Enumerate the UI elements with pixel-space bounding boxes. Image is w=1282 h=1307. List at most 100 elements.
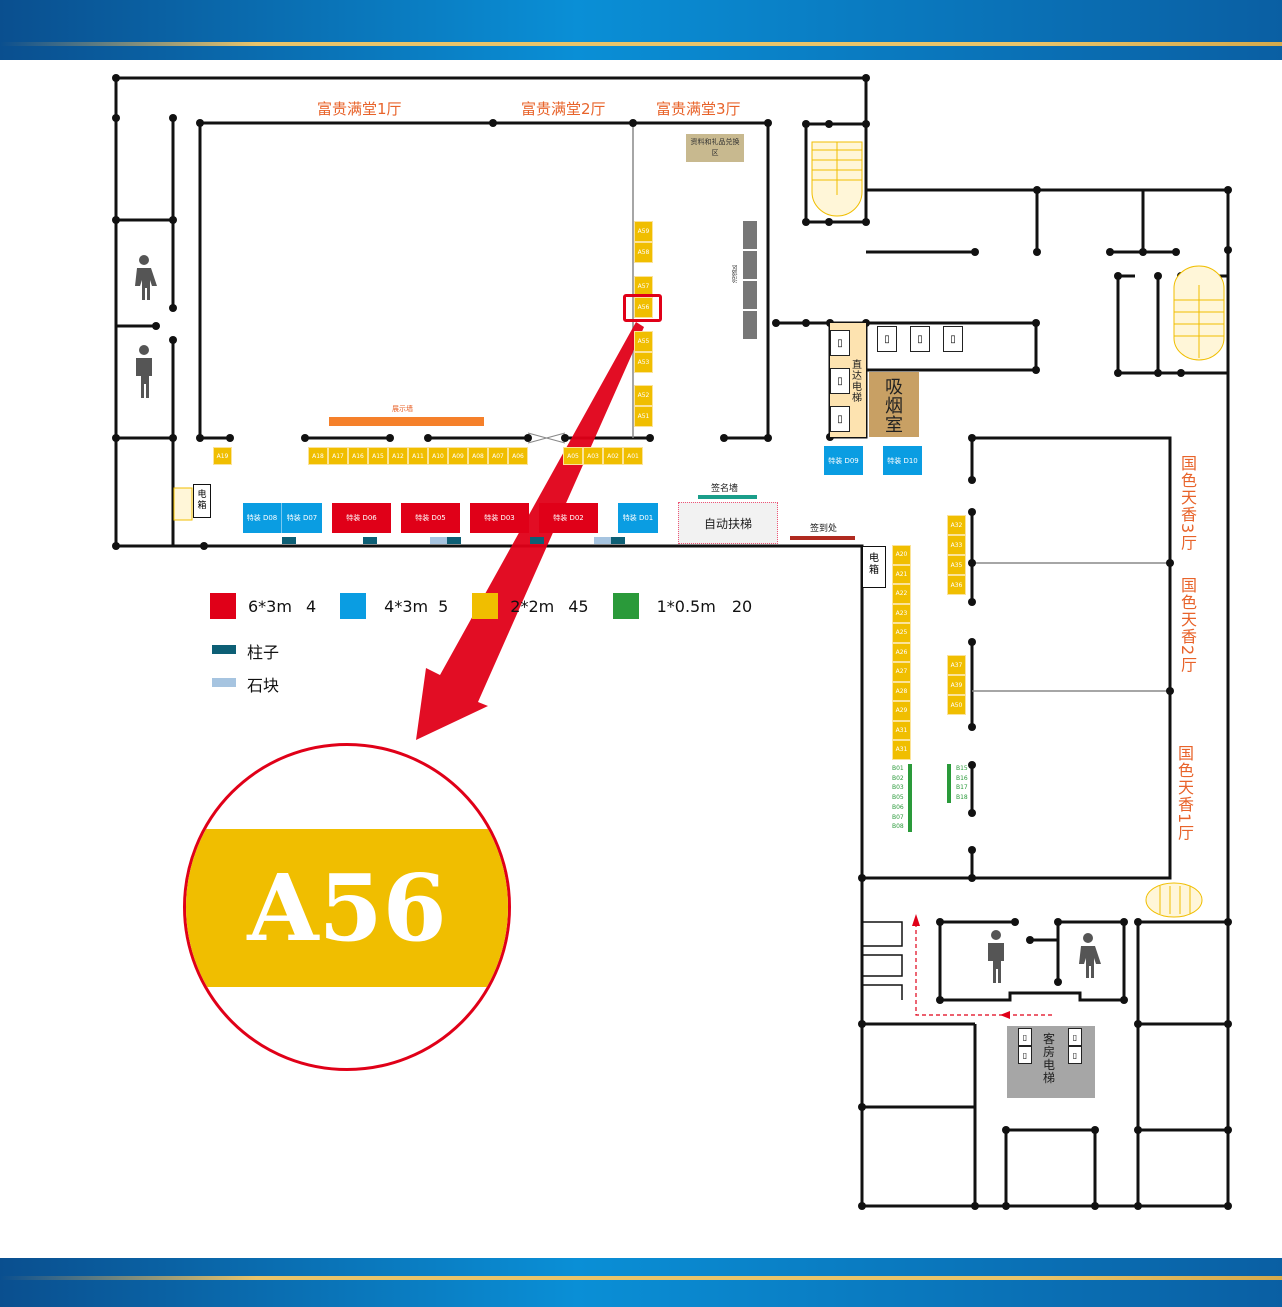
elevator-icon: ▯ — [910, 326, 930, 352]
booth-a32[interactable]: A32 — [947, 515, 966, 535]
booth-a52[interactable]: A52 — [634, 385, 653, 406]
booth-b06[interactable]: B06 — [892, 803, 904, 811]
booth-a33[interactable]: A33 — [947, 535, 966, 555]
booth-a31[interactable]: A31 — [892, 740, 911, 760]
booth-d10[interactable]: 特装 D10 — [883, 446, 922, 475]
check-in-label: 签到处 — [810, 524, 838, 534]
elevator-icon: ▯ — [830, 330, 850, 356]
elevator-icon: ▯ — [1018, 1046, 1032, 1064]
booth-group-a59-a58: A59 A58 — [634, 221, 653, 263]
booth-b05[interactable]: B05 — [892, 794, 904, 802]
booth-a18[interactable]: A18 — [308, 447, 328, 465]
legend-swatch-yellow — [472, 593, 499, 619]
booth-a21[interactable]: A21 — [892, 564, 911, 584]
booth-a55[interactable]: A55 — [634, 331, 653, 352]
legend-pillar: 柱子 — [247, 643, 280, 662]
negotiation-area-label: 洽谈区 — [732, 265, 739, 283]
legend-swatch-blue — [340, 593, 367, 619]
booth-b02[interactable]: B02 — [892, 774, 904, 782]
pointer-arrow — [416, 322, 644, 740]
booth-d05[interactable]: 特装 D05 — [401, 503, 460, 533]
booth-a03[interactable]: A03 — [583, 447, 603, 465]
elevator-icon: ▯ — [830, 368, 850, 394]
booth-d03[interactable]: 特装 D03 — [470, 503, 529, 533]
booth-a17[interactable]: A17 — [328, 447, 348, 465]
booth-a08[interactable]: A08 — [468, 447, 488, 465]
booth-a28[interactable]: A28 — [892, 681, 911, 701]
booth-a29[interactable]: A29 — [892, 701, 911, 721]
booth-a06[interactable]: A06 — [508, 447, 528, 465]
booth-a51[interactable]: A51 — [634, 406, 653, 427]
booth-d02[interactable]: 特装 D02 — [539, 503, 598, 533]
booth-a35[interactable]: A35 — [947, 555, 966, 575]
booth-d06[interactable]: 特装 D06 — [332, 503, 391, 533]
stone — [594, 537, 612, 544]
legend-swatch-pillar — [212, 645, 236, 654]
booth-b15[interactable]: B15 — [956, 765, 968, 772]
booth-a01[interactable]: A01 — [623, 447, 643, 465]
booth-a56[interactable]: A56 — [634, 297, 653, 318]
booth-group-a52-a51: A52 A51 — [634, 385, 653, 427]
top-banner — [0, 0, 1282, 60]
booth-a16[interactable]: A16 — [348, 447, 368, 465]
negotiation-area — [743, 221, 757, 339]
booth-a15[interactable]: A15 — [368, 447, 388, 465]
booth-b07[interactable]: B07 — [892, 813, 904, 821]
elevator-icon: ▯ — [1068, 1028, 1082, 1046]
booth-a22[interactable]: A22 — [892, 584, 911, 604]
booth-a36[interactable]: A36 — [947, 575, 966, 595]
booth-a12[interactable]: A12 — [388, 447, 408, 465]
booth-a07[interactable]: A07 — [488, 447, 508, 465]
booth-a53[interactable]: A53 — [634, 352, 653, 373]
booth-a57[interactable]: A57 — [634, 276, 653, 297]
booth-d07[interactable]: 特装 D07 — [282, 503, 322, 533]
legend-swatch-red — [210, 593, 236, 619]
sign-wall — [698, 495, 757, 499]
booth-a58[interactable]: A58 — [634, 242, 653, 263]
magnified-booth-band: A56 — [186, 829, 508, 987]
pillar — [611, 537, 625, 544]
booth-b08[interactable]: B08 — [892, 823, 904, 831]
booth-d09[interactable]: 特装 D09 — [824, 446, 863, 475]
booth-a11[interactable]: A11 — [408, 447, 428, 465]
booth-a25[interactable]: A25 — [892, 623, 911, 643]
elevator-icon: ▯ — [1068, 1046, 1082, 1064]
booth-a10[interactable]: A10 — [428, 447, 448, 465]
pillar — [530, 537, 544, 544]
booth-a02[interactable]: A02 — [603, 447, 623, 465]
booth-a31[interactable]: A31 — [892, 720, 911, 740]
magnified-booth-callout: A56 — [183, 743, 511, 1071]
elevator-icon: ▯ — [830, 406, 850, 432]
booth-b17[interactable]: B17 — [956, 784, 968, 792]
booth-a39[interactable]: A39 — [947, 675, 966, 695]
booth-a37[interactable]: A37 — [947, 655, 966, 675]
booth-a26[interactable]: A26 — [892, 642, 911, 662]
booth-a05[interactable]: A05 — [563, 447, 583, 465]
booth-a20[interactable]: A20 — [892, 545, 911, 565]
booth-a50[interactable]: A50 — [947, 695, 966, 715]
booth-b01[interactable]: B01 — [892, 765, 904, 772]
booth-a59[interactable]: A59 — [634, 221, 653, 242]
booth-d08[interactable]: 特装 D08 — [243, 503, 282, 533]
direct-elevator-label: 直达电梯 — [852, 360, 862, 404]
legend-yellow-size: 2*2m — [510, 596, 555, 616]
booth-b18[interactable]: B18 — [956, 794, 968, 802]
booth-a27[interactable]: A27 — [892, 662, 911, 682]
pillar — [363, 537, 377, 544]
booth-a09[interactable]: A09 — [448, 447, 468, 465]
legend-yellow-count: 45 — [568, 596, 589, 616]
elevator-icon: ▯ — [877, 326, 897, 352]
booth-b03[interactable]: B03 — [892, 784, 904, 792]
booth-a23[interactable]: A23 — [892, 603, 911, 623]
highlight-box — [623, 294, 662, 322]
restroom-icons — [135, 255, 1101, 983]
booth-a19[interactable]: A19 — [213, 447, 232, 465]
booth-d01[interactable]: 特装 D01 — [618, 503, 658, 533]
booth-b16[interactable]: B16 — [956, 774, 968, 782]
